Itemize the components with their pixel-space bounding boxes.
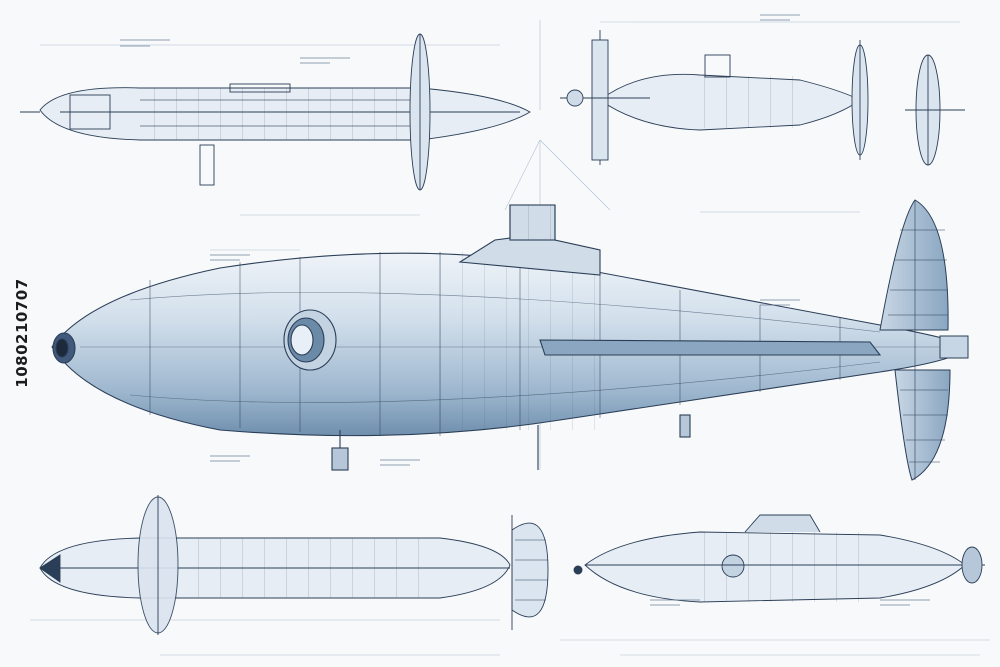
bottom-left-side-view <box>39 495 549 635</box>
bottom-right-side-view <box>573 514 985 603</box>
tail-fins <box>879 199 969 481</box>
main-hull <box>51 204 969 471</box>
top-left-side-view <box>20 33 531 191</box>
top-right-side-view <box>560 30 965 166</box>
stock-image-id: 1080210707 <box>13 278 31 388</box>
annotation-marks <box>120 14 930 606</box>
